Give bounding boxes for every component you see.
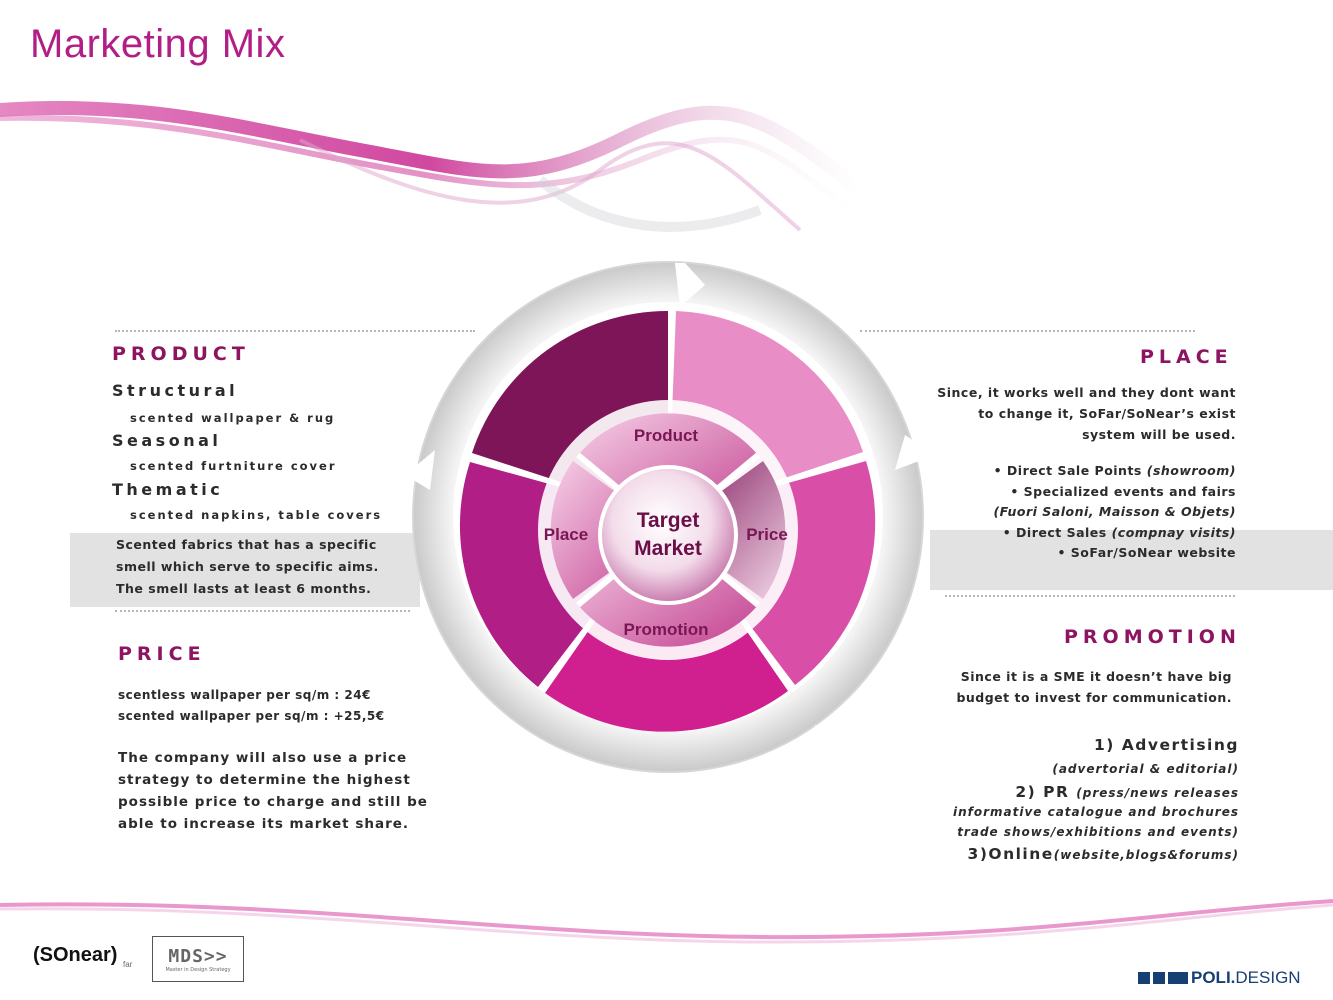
promotion-intro-line-1: Since it is a SME it doesn’t have big [960, 669, 1232, 684]
mds-logo: MDS>> Master in Design Strategy [152, 936, 244, 982]
promotion-pr-detail: (press/news releases [1076, 786, 1239, 800]
center-label-line1: Target [637, 509, 700, 532]
inner-label-place: Place [544, 525, 588, 544]
sonear-logo: (SOnear) far [33, 944, 132, 969]
place-bullet-4: • SoFar/SoNear website [1057, 545, 1236, 560]
sonear-logo-text: (SOnear) [33, 944, 118, 966]
divider-mid-left [115, 610, 410, 612]
center-label-line2: Market [634, 537, 702, 560]
promotion-channels: 1) Advertising (advertorial & editorial)… [880, 733, 1239, 867]
product-detail-thematic: scented napkins, table covers [130, 508, 383, 522]
polidesign-logo-bold: POLI. [1191, 968, 1236, 987]
price-heading: PRICE [118, 643, 206, 665]
polidesign-square-2 [1153, 972, 1165, 984]
arrow-notch-top [675, 263, 705, 307]
place-heading: PLACE [1140, 346, 1233, 368]
right-gray-band [930, 530, 1333, 590]
promotion-intro: Since it is a SME it doesn’t have big bu… [880, 666, 1232, 708]
place-intro-line-3: system will be used. [1082, 427, 1236, 442]
sonear-logo-far: far [123, 960, 133, 969]
inner-label-price: Price [746, 525, 788, 544]
place-bullet-3-italic: (compnay visits) [1111, 524, 1236, 540]
product-item-structural: Structural [112, 381, 239, 400]
left-gray-band [70, 533, 420, 607]
promotion-online-row: 3)Online(website,blogs&forums) [880, 842, 1239, 867]
divider-top-right [860, 330, 1195, 332]
product-item-thematic: Thematic [112, 480, 224, 499]
promotion-online: 3)Online [967, 845, 1054, 863]
promotion-heading: PROMOTION [1064, 626, 1241, 648]
product-note: Scented fabrics that has a specific smel… [116, 534, 379, 600]
center-circle [598, 465, 738, 605]
arrow-notch-bottom-left [495, 725, 535, 755]
place-bullet-1-italic: (showroom) [1146, 463, 1236, 478]
place-bullet-1: • Direct Sale Points (showroom) [880, 461, 1236, 482]
polidesign-square-1 [1138, 972, 1150, 984]
price-strategy-line-2: strategy to determine the highest [118, 772, 411, 788]
polidesign-square-3 [1168, 972, 1188, 984]
product-item-seasonal: Seasonal [112, 431, 222, 450]
polidesign-logo-rest: DESIGN [1235, 968, 1301, 987]
mds-logo-subtitle: Master in Design Strategy [165, 966, 231, 973]
promotion-advertising: 1) Advertising [1093, 736, 1239, 754]
promotion-pr-detail-3: trade shows/exhibitions and events) [957, 825, 1239, 839]
divider-mid-right [945, 595, 1235, 597]
pink-smoke-decoration [0, 101, 867, 232]
promotion-advertising-detail: (advertorial & editorial) [1052, 762, 1239, 776]
product-detail-structural: scented wallpaper & rug [130, 411, 336, 425]
product-detail-seasonal: scented furtniture cover [130, 459, 337, 473]
product-note-line-1: Scented fabrics that has a specific [116, 537, 377, 552]
product-note-line-3: The smell lasts at least 6 months. [116, 581, 372, 596]
place-intro-line-2: to change it, SoFar/SoNear’s exist [978, 406, 1236, 421]
place-bullets: • Direct Sale Points (showroom) • Specia… [880, 461, 1236, 564]
place-bullet-2-italic: (Fuori Saloni, Maisson & Objets) [993, 504, 1236, 519]
arrow-notch-left [405, 450, 435, 490]
place-intro: Since, it works well and they dont want … [880, 382, 1236, 445]
place-bullet-3-text: • Direct Sales [1002, 524, 1112, 540]
price-line-scentless: scentless wallpaper per sq/m : 24€ [118, 688, 371, 702]
product-note-line-2: smell which serve to specific aims. [116, 559, 379, 574]
page-title: Marketing Mix [30, 22, 286, 66]
polidesign-logo: POLI.DESIGN [1138, 968, 1301, 988]
inner-label-promotion: Promotion [624, 620, 709, 639]
promotion-intro-line-2: budget to invest for communication. [956, 690, 1232, 705]
price-strategy: The company will also use a price strate… [118, 747, 428, 835]
marketing-mix-wheel: Target Market Product Price Promotion Pl… [405, 261, 935, 773]
place-bullet-2: • Specialized events and fairs [1010, 483, 1236, 499]
arrow-notch-right [895, 435, 935, 470]
place-bullet-1-text: • Direct Sale Points [993, 463, 1147, 478]
divider-top-left [115, 330, 475, 332]
price-line-scented: scented wallpaper per sq/m : +25,5€ [118, 709, 385, 723]
promotion-pr-row: 2) PR (press/news releases [880, 782, 1239, 803]
mds-logo-text: MDS>> [168, 945, 228, 967]
place-bullet-3: • Direct Sales (compnay visits) [880, 523, 1236, 544]
price-lines: scentless wallpaper per sq/m : 24€ scent… [118, 685, 385, 727]
inner-label-product: Product [634, 426, 699, 445]
promotion-pr-detail-2: informative catalogue and brochures [952, 805, 1239, 819]
bottom-pink-swoosh [0, 899, 1333, 944]
promotion-pr: 2) PR [1015, 783, 1077, 801]
price-strategy-line-4: able to increase its market share. [118, 816, 410, 832]
price-strategy-line-3: possible price to charge and still be [118, 794, 428, 810]
product-heading: PRODUCT [112, 343, 250, 365]
promotion-online-detail: (website,blogs&forums) [1053, 848, 1239, 862]
price-strategy-line-1: The company will also use a price [118, 750, 408, 766]
arrow-notch-bottom-right [815, 725, 850, 755]
place-intro-line-1: Since, it works well and they dont want [937, 385, 1236, 400]
